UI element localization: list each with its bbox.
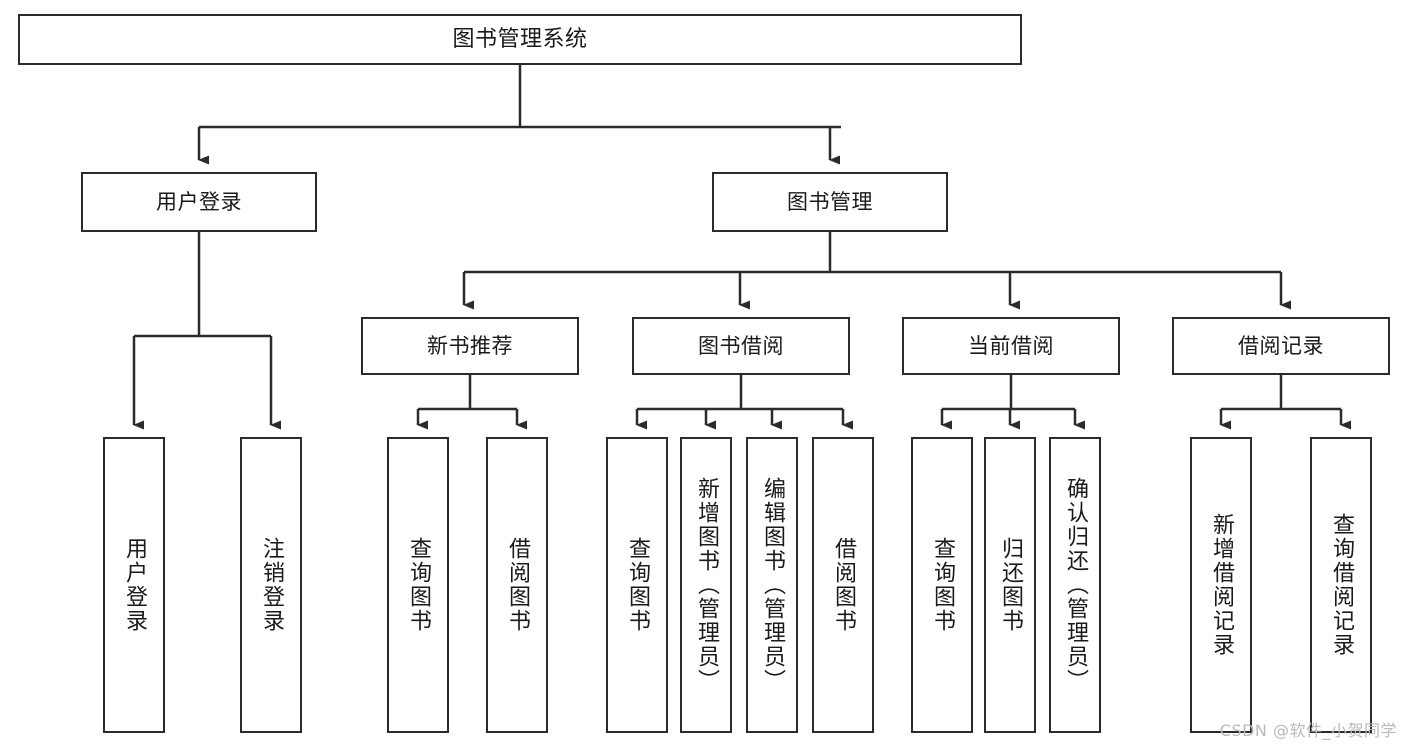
node-leaf-add-book-admin[interactable]: 新增图书（管理员） xyxy=(680,437,732,733)
node-leaf-query-borrow-record-label: 查询借阅记录 xyxy=(1329,513,1354,657)
node-leaf-add-borrow-record[interactable]: 新增借阅记录 xyxy=(1190,437,1252,733)
node-current-borrow-label: 当前借阅 xyxy=(968,333,1054,358)
node-leaf-query-book-recommend[interactable]: 查询图书 xyxy=(387,437,449,733)
node-leaf-user-login-label: 用户登录 xyxy=(122,537,147,633)
node-new-book-recommend-label: 新书推荐 xyxy=(427,333,513,358)
node-book-borrow-label: 图书借阅 xyxy=(698,333,784,358)
node-new-book-recommend[interactable]: 新书推荐 xyxy=(361,317,579,375)
node-leaf-user-login[interactable]: 用户登录 xyxy=(103,437,165,733)
node-leaf-query-book-borrow-label: 查询图书 xyxy=(625,537,650,633)
node-leaf-return-book[interactable]: 归还图书 xyxy=(984,437,1036,733)
node-leaf-borrow-book[interactable]: 借阅图书 xyxy=(812,437,874,733)
node-leaf-query-book-borrow[interactable]: 查询图书 xyxy=(606,437,668,733)
node-book-borrow[interactable]: 图书借阅 xyxy=(632,317,850,375)
node-leaf-edit-book-admin-label: 编辑图书（管理员） xyxy=(760,477,785,693)
node-leaf-confirm-return-admin[interactable]: 确认归还（管理员） xyxy=(1049,437,1101,733)
node-root-label: 图书管理系统 xyxy=(452,26,588,52)
node-leaf-edit-book-admin[interactable]: 编辑图书（管理员） xyxy=(746,437,798,733)
node-leaf-borrow-book-recommend[interactable]: 借阅图书 xyxy=(486,437,548,733)
node-leaf-logout[interactable]: 注销登录 xyxy=(240,437,302,733)
node-leaf-query-borrow-record[interactable]: 查询借阅记录 xyxy=(1310,437,1372,733)
node-leaf-logout-label: 注销登录 xyxy=(259,537,284,633)
node-borrow-record[interactable]: 借阅记录 xyxy=(1172,317,1390,375)
node-current-borrow[interactable]: 当前借阅 xyxy=(902,317,1120,375)
node-user-login[interactable]: 用户登录 xyxy=(81,172,317,232)
node-leaf-add-borrow-record-label: 新增借阅记录 xyxy=(1209,513,1234,657)
node-leaf-query-book-current-label: 查询图书 xyxy=(930,537,955,633)
node-book-manage-label: 图书管理 xyxy=(787,189,873,214)
node-leaf-borrow-book-label: 借阅图书 xyxy=(831,537,856,633)
node-leaf-query-book-current[interactable]: 查询图书 xyxy=(911,437,973,733)
node-leaf-query-book-recommend-label: 查询图书 xyxy=(406,537,431,633)
node-leaf-confirm-return-admin-label: 确认归还（管理员） xyxy=(1063,477,1088,693)
node-leaf-add-book-admin-label: 新增图书（管理员） xyxy=(694,477,719,693)
node-leaf-return-book-label: 归还图书 xyxy=(998,537,1023,633)
node-borrow-record-label: 借阅记录 xyxy=(1238,333,1324,358)
node-leaf-borrow-book-recommend-label: 借阅图书 xyxy=(505,537,530,633)
node-book-manage[interactable]: 图书管理 xyxy=(712,172,948,232)
node-user-login-label: 用户登录 xyxy=(156,189,242,214)
node-root[interactable]: 图书管理系统 xyxy=(18,14,1022,65)
csdn-watermark: CSDN @软件_小贺同学 xyxy=(1219,721,1397,740)
